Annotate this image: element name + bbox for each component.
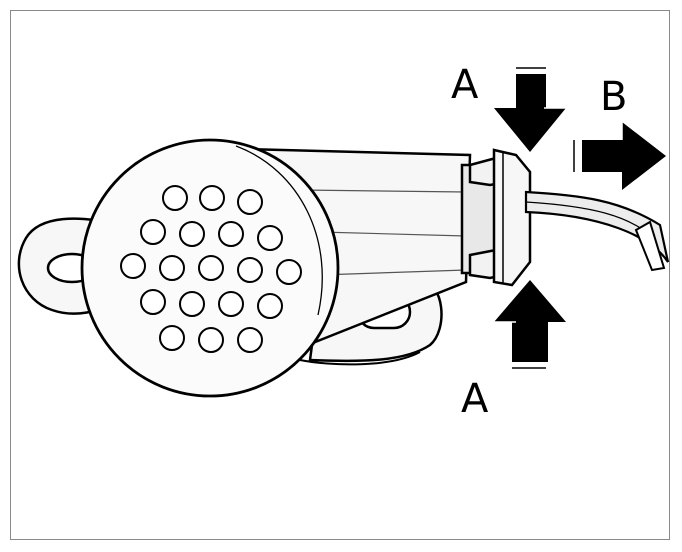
wire-harness: [524, 190, 670, 272]
label-a-bottom: A: [461, 376, 489, 422]
label-b: B: [600, 74, 627, 120]
speaker-face: [80, 138, 340, 398]
arrow-up-icon: [494, 280, 566, 369]
arrow-right-icon: [573, 122, 666, 190]
figure-frame: [10, 10, 670, 540]
label-a-top: A: [451, 62, 479, 108]
sound-holes: [120, 185, 302, 353]
arrow-down-icon: [494, 67, 566, 152]
connector-housing: [460, 148, 532, 287]
